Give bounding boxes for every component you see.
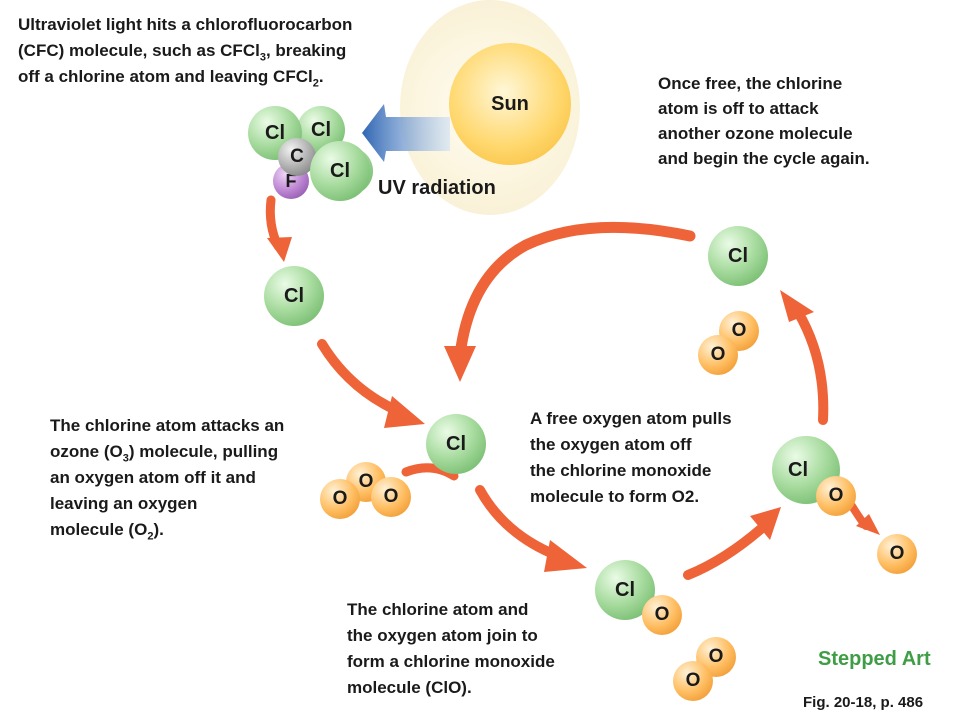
caption-attacks-ozone-line-5-end: ).: [153, 520, 164, 539]
cfc-carbon-label: C: [290, 146, 304, 167]
chlorine-monoxide-chlorine-label: Cl: [615, 578, 635, 601]
caption-uv-break-sub-3: 3: [259, 51, 266, 64]
caption-attacks-ozone-line-4: leaving an oxygen: [50, 494, 198, 513]
caption-join-line-1: The chlorine atom and: [347, 600, 529, 619]
caption-uv-break-line-3-end: .: [318, 67, 324, 86]
free-oxygen-label: O: [889, 543, 905, 564]
caption-free-oxygen: A free oxygen atom pulls the oxygen atom…: [530, 406, 732, 510]
sun: Sun: [449, 43, 571, 165]
caption-free-oxygen-line-4: molecule to form O2.: [530, 487, 700, 506]
caption-uv-break-line-3: off a chlorine atom and leaving CFCl: [18, 67, 313, 86]
arrowhead-attack-to-clo: [544, 540, 587, 572]
cfc-fluorine-label: F: [285, 170, 297, 191]
caption-attacks-ozone-line-1: The chlorine atom attacks an: [50, 416, 285, 435]
free-chlorine-label: Cl: [284, 284, 304, 307]
free-oxygen-atom: O: [877, 534, 917, 574]
figure-reference: Fig. 20-18, p. 486: [803, 694, 924, 711]
cfc-chlorine-label-3: Cl: [265, 121, 285, 144]
caption-once-free-line-2: atom is off to attack: [658, 99, 819, 118]
oxygen-molecule-top-label-2: O: [710, 344, 726, 365]
caption-uv-break-line-2: (CFC) molecule, such as CFCl: [18, 41, 260, 60]
caption-attacks-ozone: The chlorine atom attacks an ozone (O3) …: [50, 413, 284, 543]
cfc-carbon-atom: C: [278, 138, 316, 176]
caption-uv-break: Ultraviolet light hits a chlorofluorocar…: [18, 12, 352, 90]
caption-once-free: Once free, the chlorine atom is off to a…: [658, 71, 870, 171]
recycled-chlorine-label: Cl: [728, 244, 748, 267]
caption-uv-break-sub-2: 2: [312, 77, 319, 90]
caption-attacks-ozone-line-2: ozone (O: [50, 442, 123, 461]
chlorine-monoxide-oxygen-label: O: [654, 604, 670, 625]
ozone-oxygen-label-1: O: [358, 471, 374, 492]
oxygen-molecule-bottom-label-1: O: [708, 646, 724, 667]
chlorine-monoxide-oxygen: O: [642, 595, 682, 635]
arrowhead-cycle-back: [444, 346, 476, 382]
ozone-oxygen-atom-2: O: [371, 477, 411, 517]
caption-uv-break-line-2-end: , breaking: [265, 41, 347, 60]
cfc-chlorine-atom-front: Cl: [310, 141, 370, 201]
caption-attacks-ozone-line-2-end: ) molecule, pulling: [128, 442, 279, 461]
caption-attacks-ozone-line-5: molecule (O: [50, 520, 148, 539]
oxygen-molecule-bottom-atom-2: O: [673, 661, 713, 701]
caption-once-free-line-3: another ozone molecule: [658, 124, 853, 143]
oxygen-molecule-top-label-1: O: [731, 320, 747, 341]
uv-radiation-label: UV radiation: [378, 177, 496, 199]
oxygen-molecule-bottom-label-2: O: [685, 670, 701, 691]
recycled-chlorine-atom: Cl: [708, 226, 768, 286]
caption-once-free-line-4: and begin the cycle again.: [658, 149, 870, 168]
caption-join: The chlorine atom and the oxygen atom jo…: [347, 597, 555, 701]
attacking-chlorine-label: Cl: [446, 432, 466, 455]
attacking-chlorine-atom: Cl: [426, 414, 486, 474]
ozone-oxygen-atom-3: O: [320, 479, 360, 519]
caption-uv-break-line-1: Ultraviolet light hits a chlorofluorocar…: [18, 15, 353, 34]
clo-oxygen-label: O: [828, 485, 844, 506]
caption-join-line-3: form a chlorine monoxide: [347, 652, 555, 671]
ozone-oxygen-label-3: O: [332, 488, 348, 509]
arrow-ozone-pull: [401, 463, 459, 481]
caption-once-free-line-1: Once free, the chlorine: [658, 74, 843, 93]
caption-attacks-ozone-sub-3: 3: [122, 452, 129, 465]
arrowhead-cfc-to-cl: [267, 237, 292, 262]
caption-free-oxygen-line-3: the chlorine monoxide: [530, 461, 712, 480]
cfc-chlorine-label-2: Cl: [311, 118, 331, 141]
clo-chlorine-label: Cl: [788, 458, 808, 481]
arrowhead-cl-to-attack: [384, 396, 425, 428]
caption-join-line-4: molecule (ClO).: [347, 678, 472, 697]
caption-join-line-2: the oxygen atom join to: [347, 626, 538, 645]
uv-arrow: [362, 104, 450, 162]
stepped-art-label: Stepped Art: [818, 648, 931, 670]
cfc-chlorine-label-front: Cl: [330, 159, 350, 182]
caption-attacks-ozone-sub-2: 2: [147, 530, 154, 543]
oxygen-molecule-top-atom-2: O: [698, 335, 738, 375]
caption-free-oxygen-line-1: A free oxygen atom pulls: [530, 409, 732, 428]
caption-attacks-ozone-line-3: an oxygen atom off it and: [50, 468, 256, 487]
arrow-clo-to-oxygen: [683, 523, 767, 580]
arrowhead-clo-to-oxygen: [750, 507, 781, 540]
caption-free-oxygen-line-2: the oxygen atom off: [530, 435, 692, 454]
arrowhead-up-to-free-cl: [780, 290, 814, 322]
clo-oxygen-atom: O: [816, 476, 856, 516]
arrow-attack-to-clo: [475, 485, 563, 561]
free-chlorine-atom: Cl: [264, 266, 324, 326]
arrow-cycle-back: [454, 221, 696, 361]
sun-label: Sun: [491, 92, 529, 115]
arrow-up-to-free-cl: [793, 307, 829, 425]
arrowhead-free-o: [856, 514, 880, 535]
ozone-oxygen-label-2: O: [383, 486, 399, 507]
arrow-cl-to-attack: [317, 339, 405, 417]
